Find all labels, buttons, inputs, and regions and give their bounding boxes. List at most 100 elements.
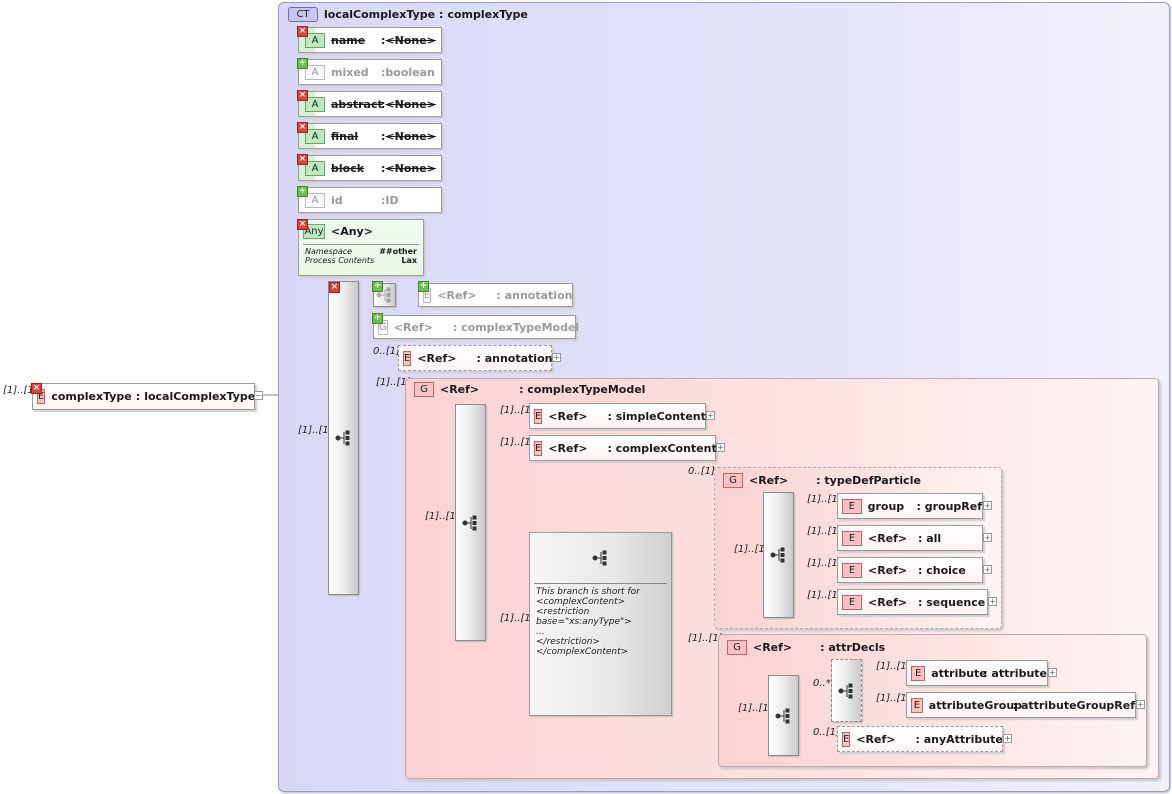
attribute-type: <None> [385, 161, 436, 175]
namespace-value: ##other [379, 247, 417, 256]
item-cardinality: [1]..[1] [807, 526, 842, 537]
annotation-cardinality: 0..[1] [373, 346, 400, 357]
ref-type: : annotation [476, 351, 553, 365]
ref-name: <Ref> [548, 409, 588, 423]
expand-toggle[interactable]: + [1048, 668, 1057, 677]
ref-type: : choice [918, 563, 966, 577]
element-badge: E [842, 562, 862, 578]
ref-type: : typeDefParticle [816, 474, 921, 487]
simple-content-cardinality: [1]..[1] [500, 405, 535, 416]
typeDefParticle-item-3[interactable]: E <Ref> : sequence [837, 589, 988, 615]
root-element-name: complexType [51, 390, 132, 403]
complex-type-header: CT localComplexType : complexType [284, 7, 528, 22]
branch-cardinality: [1]..[1] [500, 613, 535, 624]
item-cardinality: [1]..[1] [876, 693, 911, 704]
added-icon: + [297, 186, 308, 197]
element-badge: E [842, 530, 862, 546]
root-element-complexType[interactable]: E complexType : localComplexType [32, 383, 255, 410]
ref-type: : annotation [496, 288, 573, 302]
prohibited-icon: × [297, 26, 308, 37]
any-attribute-cardinality: 0..[1] [813, 727, 840, 738]
ref-type: : complexTypeModel [452, 320, 580, 334]
attribute-choice-compositor[interactable] [831, 659, 862, 722]
expand-toggle[interactable]: + [1003, 734, 1012, 743]
expand-toggle[interactable]: + [1136, 700, 1145, 709]
attribute-type: <None> [385, 33, 436, 47]
branch-note-text: This branch is short for <complexContent… [536, 587, 640, 657]
ref-name: attributeGroup [928, 698, 1023, 712]
attribute-name: name [331, 33, 366, 47]
ref-type: : complexTypeModel [519, 383, 646, 396]
expand-toggle[interactable]: + [983, 533, 992, 542]
expand-toggle[interactable]: + [716, 443, 725, 452]
annotation-ref-element[interactable]: E <Ref> : annotation [398, 345, 552, 371]
sequence-icon [376, 287, 390, 303]
complex-type-badge: CT [288, 7, 318, 22]
typeDefParticle-item-2[interactable]: E <Ref> : choice [837, 557, 983, 583]
attribute-name: abstract [331, 97, 383, 111]
expand-toggle[interactable]: + [983, 501, 992, 510]
process-contents-value: Lax [401, 256, 417, 265]
ref-type: : sequence [918, 595, 986, 609]
ref-name: <Ref> [753, 641, 793, 654]
content-choice-compositor[interactable] [455, 404, 486, 641]
attribute-type: <None> [385, 129, 436, 143]
complex-content-cardinality: [1]..[1] [500, 437, 535, 448]
complex-type-name: localComplexType [324, 8, 436, 21]
item-cardinality: [1]..[1] [807, 590, 842, 601]
added-annotation-ref[interactable]: E <Ref> : annotation [418, 283, 573, 307]
expand-toggle[interactable]: + [706, 411, 715, 420]
any-title: <Any> [331, 225, 373, 238]
element-badge: E [842, 594, 862, 610]
ctm-header: G <Ref> : complexTypeModel [410, 382, 645, 397]
tdp-choice-cardinality: [1]..[1] [734, 544, 769, 555]
ref-type: : attributeGroupRef [1012, 698, 1135, 712]
tdp-cardinality: 0..[1] [688, 466, 715, 477]
added-icon: + [297, 58, 308, 69]
attribute-name: block [331, 161, 365, 175]
any-attribute-box[interactable]: Any <Any> Namespace ##other Process Cont… [298, 219, 424, 276]
process-contents-label: Process Contents [305, 256, 375, 265]
ref-name: attribute [931, 666, 987, 680]
expand-toggle[interactable]: + [988, 597, 997, 606]
sequence-icon [335, 430, 349, 446]
simpleContent-element[interactable]: E <Ref> : simpleContent [529, 403, 706, 429]
outer-sequence-compositor[interactable] [328, 281, 359, 595]
namespace-label: Namespace [305, 247, 353, 256]
anyAttribute-element[interactable]: E <Ref> : anyAttribute [837, 726, 1003, 752]
added-complexTypeModel-ref[interactable]: G <Ref> : complexTypeModel [373, 315, 580, 339]
ref-type: : groupRef [916, 499, 982, 513]
group-badge: G [727, 640, 747, 655]
attribute-badge: A [305, 192, 325, 208]
complex-type-base: complexType [447, 8, 528, 21]
complexContent-element[interactable]: E <Ref> : complexContent [529, 435, 717, 461]
ref-name: <Ref> [868, 563, 908, 577]
expand-toggle[interactable]: + [983, 565, 992, 574]
ref-type: : simpleContent [607, 409, 706, 423]
typeDefParticle-item-1[interactable]: E<Ref>: all [837, 525, 983, 551]
attrDecls-sequence-compositor[interactable] [768, 675, 799, 756]
ref-name: <Ref> [868, 595, 908, 609]
choice-icon [838, 683, 852, 698]
collapse-toggle[interactable]: − [254, 391, 263, 400]
typeDefParticle-choice-compositor[interactable] [763, 492, 794, 618]
added-icon: + [372, 313, 383, 324]
expand-toggle[interactable]: + [552, 353, 561, 362]
group-badge: G [414, 382, 434, 397]
attribute-badge: A [305, 32, 325, 48]
item-cardinality: [1]..[1] [876, 661, 911, 672]
prohibited-icon: × [297, 122, 308, 133]
element-badge: E [534, 440, 543, 456]
prohibited-icon: × [297, 154, 308, 165]
choice-icon [462, 515, 476, 530]
shorthand-branch-sequence[interactable]: This branch is short for <complexContent… [529, 532, 672, 716]
